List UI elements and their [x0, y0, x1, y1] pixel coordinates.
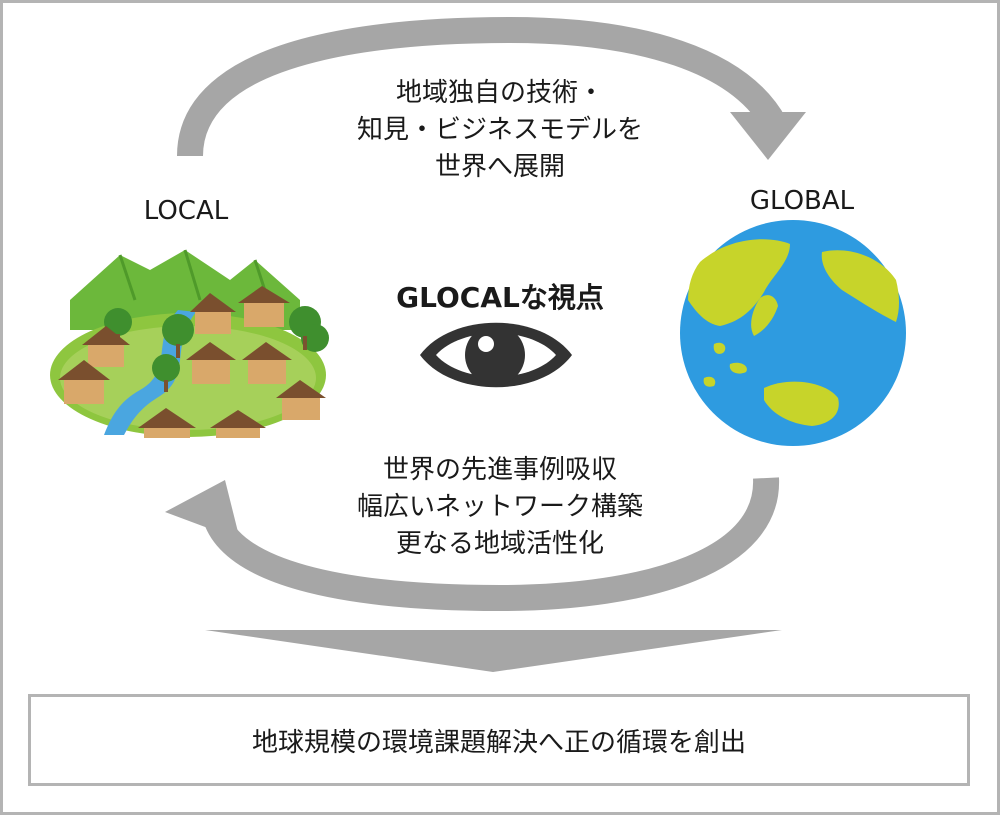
top-text-line: 知見・ビジネスモデルを: [356, 115, 643, 145]
top-text-line: 地域独自の技術・: [395, 78, 604, 108]
center-title: GLOCALな視点: [396, 281, 604, 314]
top-text: 地域独自の技術・ 知見・ビジネスモデルを 世界へ展開: [290, 75, 710, 186]
down-wedge-arrow: [205, 630, 782, 672]
bottom-text: 世界の先進事例吸収 幅広いネットワーク構築 更なる地域活性化: [290, 452, 710, 563]
bottom-text-line: 更なる地域活性化: [395, 529, 604, 559]
label-local: LOCAL: [143, 196, 229, 226]
bottom-text-line: 幅広いネットワーク構築: [356, 492, 643, 522]
bottom-cycle-arrow: [165, 477, 780, 612]
result-box: 地球規模の環境課題解決へ正の循環を創出: [28, 694, 970, 786]
top-text-line: 世界へ展開: [434, 152, 565, 182]
bottom-text-line: 世界の先進事例吸収: [382, 455, 617, 485]
top-cycle-arrow: [177, 16, 806, 160]
label-global: GLOBAL: [749, 186, 855, 216]
result-text: 地球規模の環境課題解決へ正の循環を創出: [251, 727, 746, 758]
